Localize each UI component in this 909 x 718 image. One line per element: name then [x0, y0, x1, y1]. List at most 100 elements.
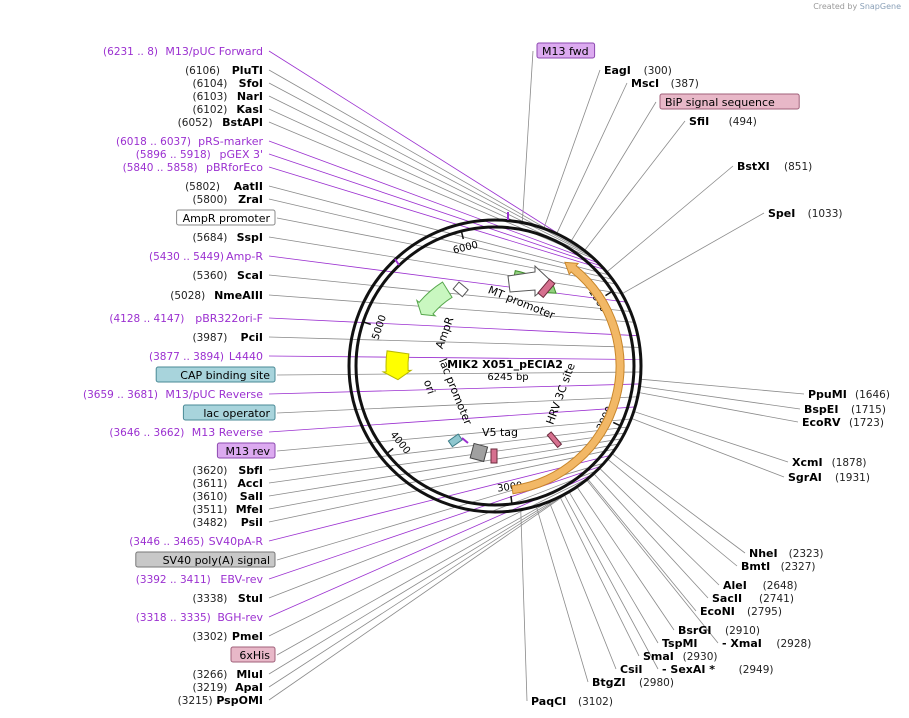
leader-line [559, 496, 640, 657]
map-label-pmei[interactable]: PmeI(3302) [192, 630, 263, 643]
map-label-6xhis[interactable]: 6xHis [230, 646, 276, 663]
map-label-m13-reverse[interactable]: M13 Reverse (3646 .. 3662) [109, 426, 263, 439]
leader-line [276, 217, 616, 285]
map-label-btgzi[interactable]: BtgZI(2980) [592, 676, 674, 689]
leader-line [268, 486, 578, 701]
map-label-tspmi[interactable]: TspMI [662, 637, 698, 650]
map-label-pcii[interactable]: PciI(3987) [192, 331, 263, 344]
map-label-zrai[interactable]: ZraI(5800) [192, 193, 263, 206]
map-label-ebv-rev[interactable]: EBV-rev(3392 .. 3411) [136, 573, 264, 586]
map-label-sv40pa-r[interactable]: SV40pA-R(3446 .. 3465) [129, 535, 263, 548]
map-label-amp-r[interactable]: Amp-R(5430 .. 5449) [149, 250, 263, 263]
ruler-label: 4000 [388, 430, 413, 457]
map-label-sv40-poly-a-signal[interactable]: SV40 poly(A) signal [135, 551, 276, 568]
ruler-label: 6000 [452, 240, 479, 257]
map-label-pspomi[interactable]: PspOMI(3215) [178, 694, 263, 707]
map-label-xmai[interactable]: - XmaI(2928) [722, 637, 811, 650]
leader-line [556, 82, 628, 234]
primer-name: pGEX 3' [219, 148, 263, 161]
map-label-stui[interactable]: StuI(3338) [192, 592, 263, 605]
map-label-mlui[interactable]: MluI(3266) [192, 668, 263, 681]
map-label-kasi[interactable]: KasI(6102) [192, 103, 263, 116]
map-label-pluti[interactable]: PluTI(6106) [185, 64, 263, 77]
feature-label-box [659, 93, 800, 110]
primer-name: pBRforEco [206, 161, 263, 174]
plasmid-name: MIK2 X051_pECIA2 [447, 358, 563, 371]
map-label-sexai[interactable]: - SexAI *(2949) [662, 663, 774, 676]
position-number: (2795) [747, 606, 782, 618]
leader-line [276, 371, 641, 376]
position-number: (3215) [178, 695, 213, 707]
position-number: (6102) [192, 104, 227, 116]
map-label-m13-fwd[interactable]: M13 fwd [536, 42, 596, 59]
map-label-pbrforeco[interactable]: pBRforEco(5840 .. 5858) [123, 161, 264, 174]
map-label-eagi[interactable]: EagI(300) [604, 64, 672, 77]
primer-name: M13 Reverse [192, 426, 263, 439]
map-label-sacii[interactable]: SacII(2741) [712, 592, 794, 605]
map-label-bspei[interactable]: BspEI(1715) [804, 403, 886, 416]
map-label-scai[interactable]: ScaI(5360) [192, 269, 263, 282]
map-label-sgrai[interactable]: SgrAI(1931) [788, 471, 870, 484]
lac-operator-glyph [447, 433, 463, 448]
map-label-bgh-rev[interactable]: BGH-rev(3318 .. 3335) [136, 611, 264, 624]
enzyme-name: BstXI [737, 160, 770, 173]
map-label-bstapi[interactable]: BstAPI(6052) [178, 116, 263, 129]
map-label-m13-rev[interactable]: M13 rev [216, 442, 276, 459]
map-label-xcmi[interactable]: XcmI(1878) [792, 456, 867, 469]
map-label-prs-marker[interactable]: pRS-marker(6018 .. 6037) [116, 135, 263, 148]
map-label-sfoi[interactable]: SfoI(6104) [192, 77, 263, 90]
map-label-cap-binding-site[interactable]: CAP binding site [155, 366, 276, 383]
map-label-nmeaiii[interactable]: NmeAIII(5028) [170, 289, 263, 302]
ruler-tick [612, 421, 621, 427]
map-label-sbfi[interactable]: SbfI(3620) [192, 464, 263, 477]
map-label-acci[interactable]: AccI(3611) [192, 477, 263, 490]
leader-line [548, 501, 617, 670]
map-label-spei[interactable]: SpeI(1033) [768, 207, 843, 220]
map-label-pgex-3[interactable]: pGEX 3'(5896 .. 5918) [136, 148, 263, 161]
enzyme-name: NmeAIII [214, 289, 263, 302]
map-label-m13-puc-forward[interactable]: M13/pUC Forward(6231 .. 8) [103, 45, 263, 58]
enzyme-name: ZraI [238, 193, 263, 206]
leader-line [268, 483, 582, 675]
map-label-ppumi[interactable]: PpuMI(1646) [808, 388, 890, 401]
map-label-econi[interactable]: EcoNI(2795) [700, 605, 782, 618]
leader-line [268, 477, 589, 637]
small-feature-glyphs [394, 212, 563, 464]
map-label-smai[interactable]: SmaI(2930) [643, 650, 718, 663]
map-label-csii[interactable]: CsiI [620, 663, 642, 676]
map-label-aatii[interactable]: AatII(5802) [185, 180, 263, 193]
map-label-ecorv[interactable]: EcoRV(1723) [802, 416, 884, 429]
map-label-bstxi[interactable]: BstXI(851) [737, 160, 812, 173]
map-label-nari[interactable]: NarI(6103) [192, 90, 263, 103]
map-label-sfii[interactable]: SfiI(494) [689, 115, 757, 128]
leader-line [268, 406, 636, 433]
position-number: (3646 .. 3662) [109, 427, 184, 439]
map-label-sali[interactable]: SalI(3610) [192, 490, 263, 503]
map-label-bsrgi[interactable]: BsrGI(2910) [678, 624, 760, 637]
map-label-alei[interactable]: AleI(2648) [723, 579, 798, 592]
map-label-pbr322ori-f[interactable]: pBR322ori-F(4128 .. 4147) [109, 312, 263, 325]
leader-line [563, 494, 659, 670]
map-label-lac-operator[interactable]: lac operator [182, 404, 276, 421]
map-label-mfei[interactable]: MfeI(3511) [192, 503, 263, 516]
map-label-apai[interactable]: ApaI(3219) [192, 681, 263, 694]
map-label-psii[interactable]: PsiI(3482) [192, 516, 263, 529]
feature-label-box [182, 404, 276, 421]
leader-line [268, 448, 616, 523]
inner-label-ori: ori [421, 378, 438, 396]
feature-label-box [176, 209, 276, 226]
primer-name: BGH-rev [217, 611, 263, 624]
map-label-nhei[interactable]: NheI(2323) [749, 547, 824, 560]
leader-line [276, 418, 632, 452]
enzyme-name: SspI [237, 231, 263, 244]
map-label-msci[interactable]: MscI(387) [631, 77, 699, 90]
map-label-ampr-promoter[interactable]: AmpR promoter [176, 209, 276, 226]
map-label-l4440[interactable]: L4440(3877 .. 3894) [149, 350, 263, 363]
primer-mark-lac [461, 437, 469, 444]
map-label-bmti[interactable]: BmtI(2327) [741, 560, 816, 573]
position-number: (6231 .. 8) [103, 46, 158, 58]
map-label-sspi[interactable]: SspI(5684) [192, 231, 263, 244]
map-label-paqci[interactable]: PaqCI(3102) [531, 695, 613, 708]
map-label-bip-signal-sequence[interactable]: BiP signal sequence [659, 93, 800, 110]
map-label-m13-puc-reverse[interactable]: M13/pUC Reverse(3659 .. 3681) [83, 388, 263, 401]
